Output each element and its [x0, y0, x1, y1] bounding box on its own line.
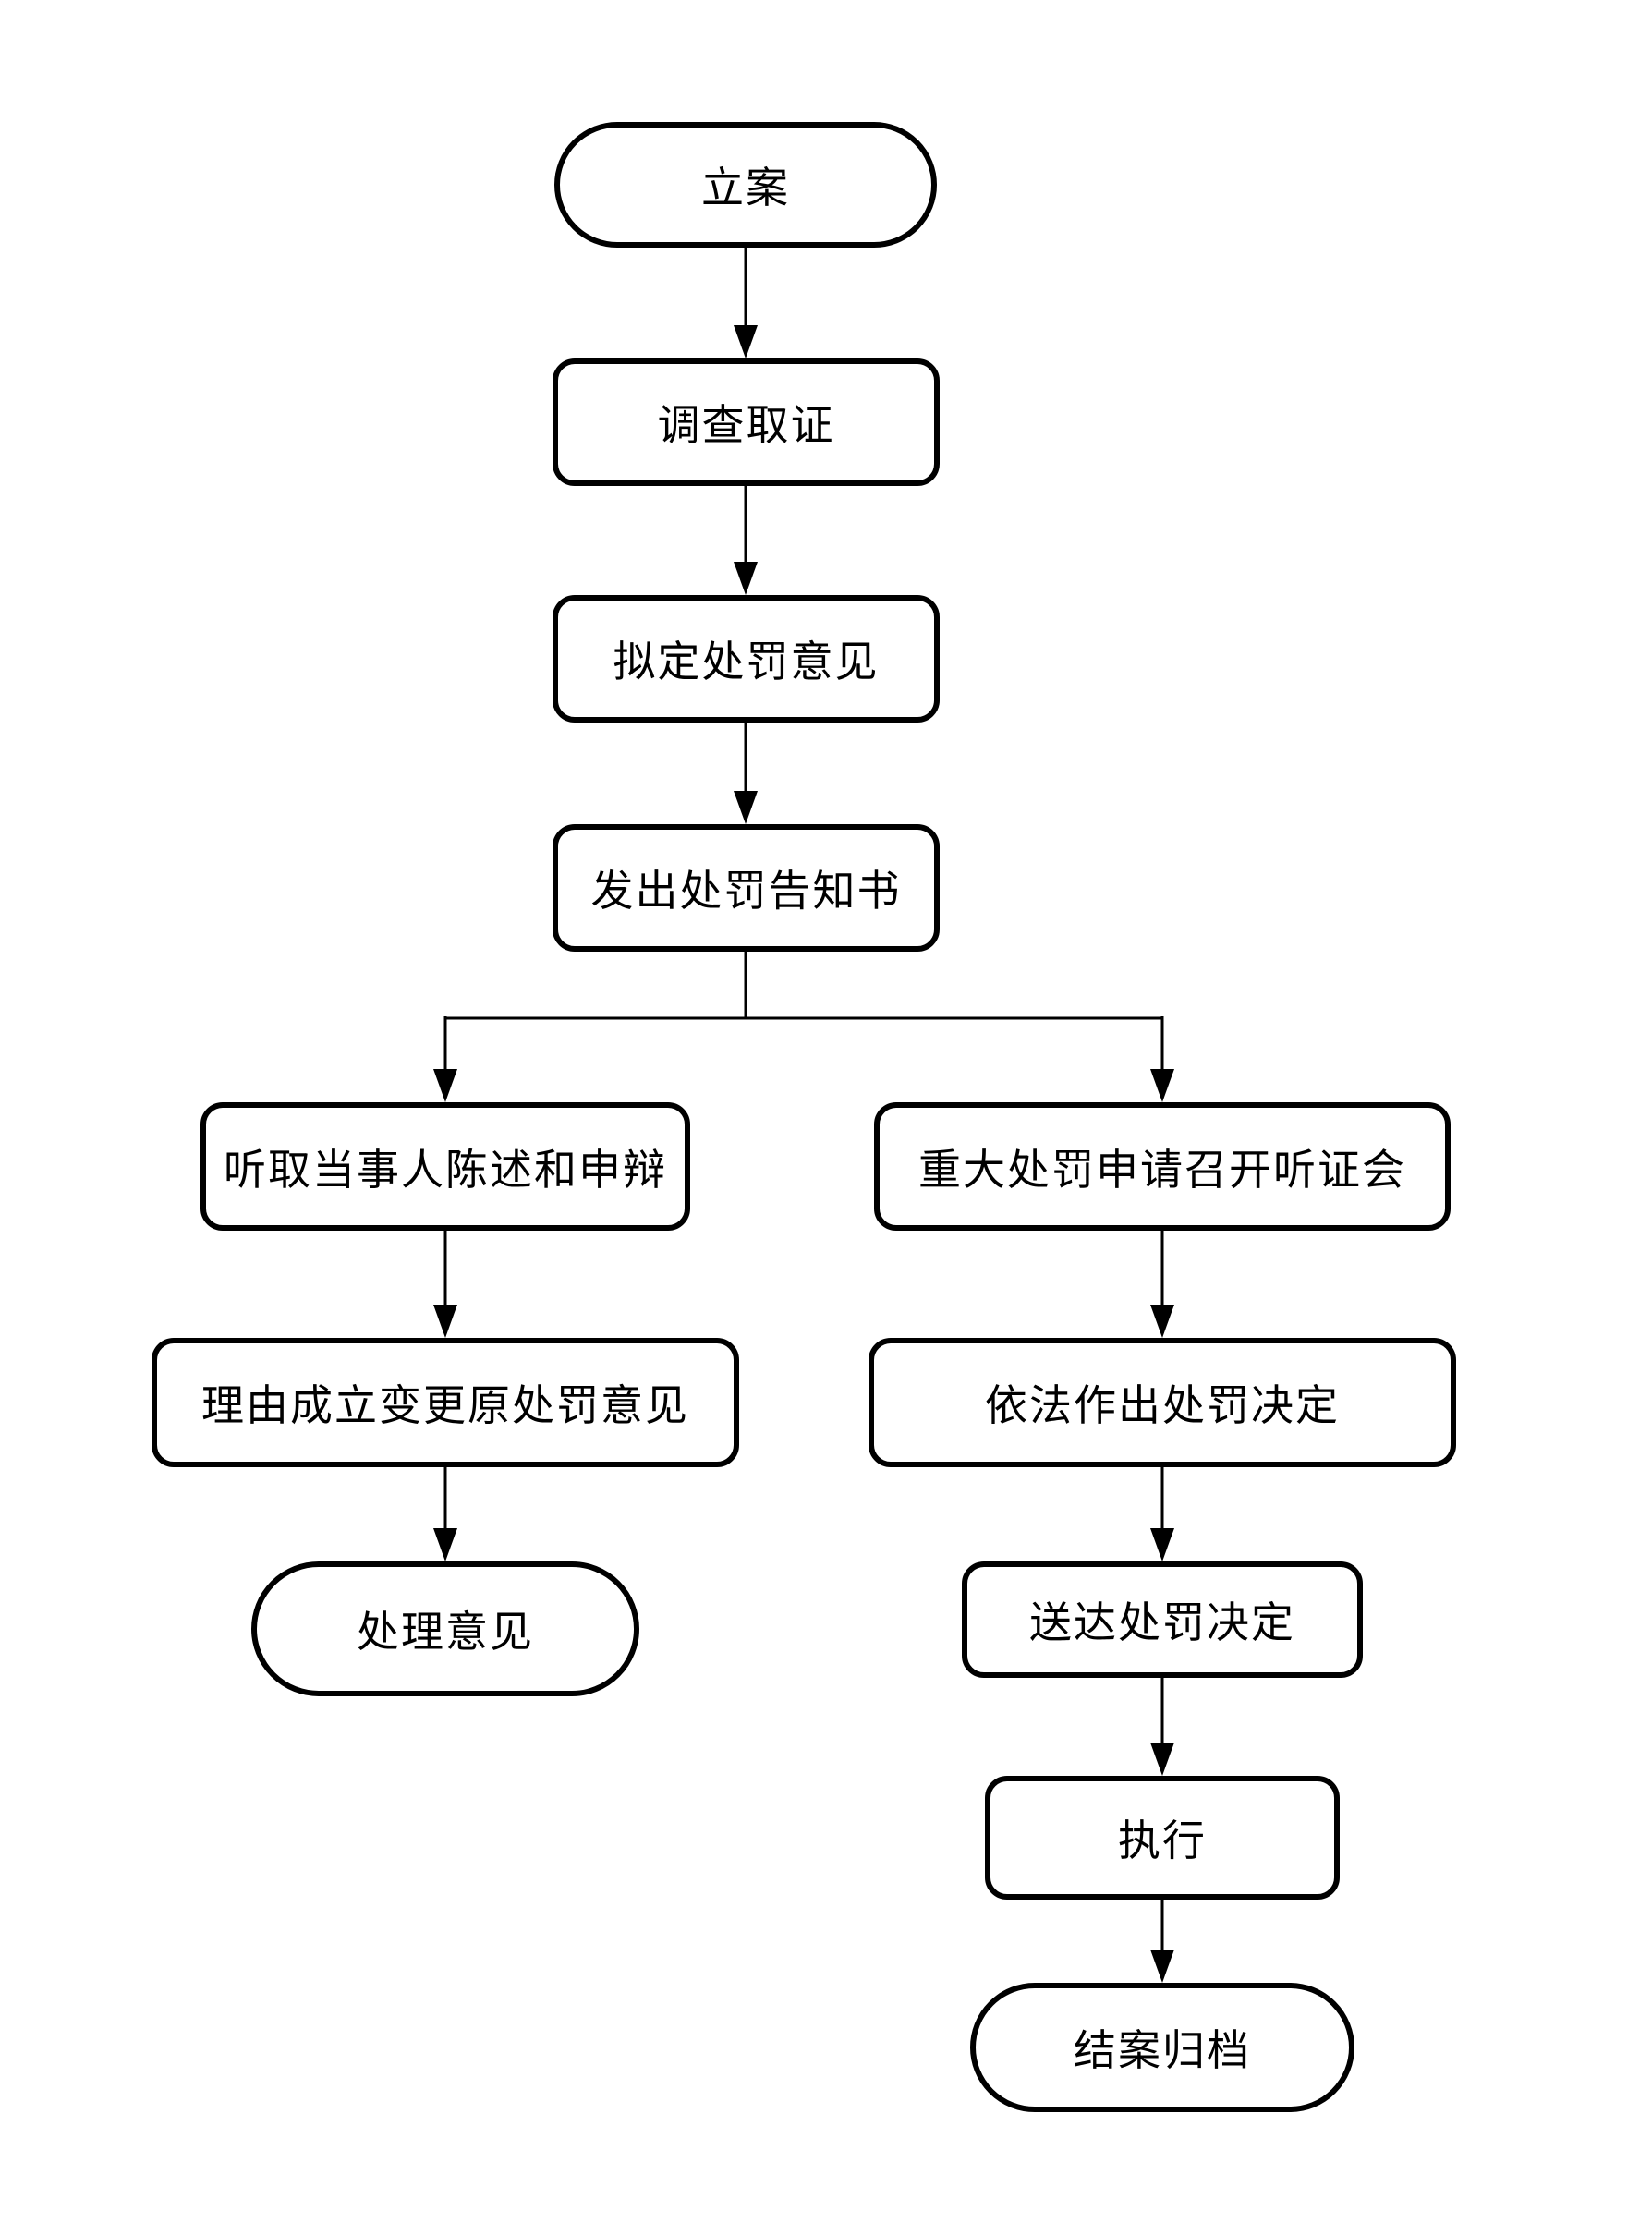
edge-change-handling [433, 1467, 457, 1561]
edge-deliver-execute [1150, 1678, 1174, 1776]
node-deliver-penalty-decision: 送达处罚决定 [962, 1561, 1363, 1678]
node-filing-case: 立案 [554, 122, 937, 248]
node-make-penalty-decision: 依法作出处罚决定 [869, 1338, 1456, 1467]
edge-branch-hear [433, 1016, 457, 1102]
edge-start-investigate [734, 248, 758, 358]
edge-branch-stem [445, 952, 1162, 1020]
edge-execute-close [1150, 1900, 1174, 1983]
node-major-penalty-hearing: 重大处罚申请召开听证会 [874, 1102, 1451, 1231]
edge-branch-hearing [1150, 1016, 1174, 1102]
edge-hear-change [433, 1231, 457, 1338]
edge-decision-deliver [1150, 1467, 1174, 1561]
node-handling-opinion: 处理意见 [251, 1561, 639, 1696]
node-execute: 执行 [985, 1776, 1340, 1900]
edge-investigate-draft [734, 486, 758, 595]
edge-hearing-decision [1150, 1231, 1174, 1338]
node-close-case-archive: 结案归档 [970, 1983, 1354, 2112]
node-issue-penalty-notice: 发出处罚告知书 [553, 824, 940, 952]
node-investigation-evidence: 调查取证 [553, 358, 940, 486]
edge-draft-notice [734, 723, 758, 824]
node-change-original-opinion: 理由成立变更原处罚意见 [152, 1338, 739, 1467]
node-draft-penalty-opinion: 拟定处罚意见 [553, 595, 940, 723]
node-hear-statement-defense: 听取当事人陈述和申辩 [200, 1102, 690, 1231]
